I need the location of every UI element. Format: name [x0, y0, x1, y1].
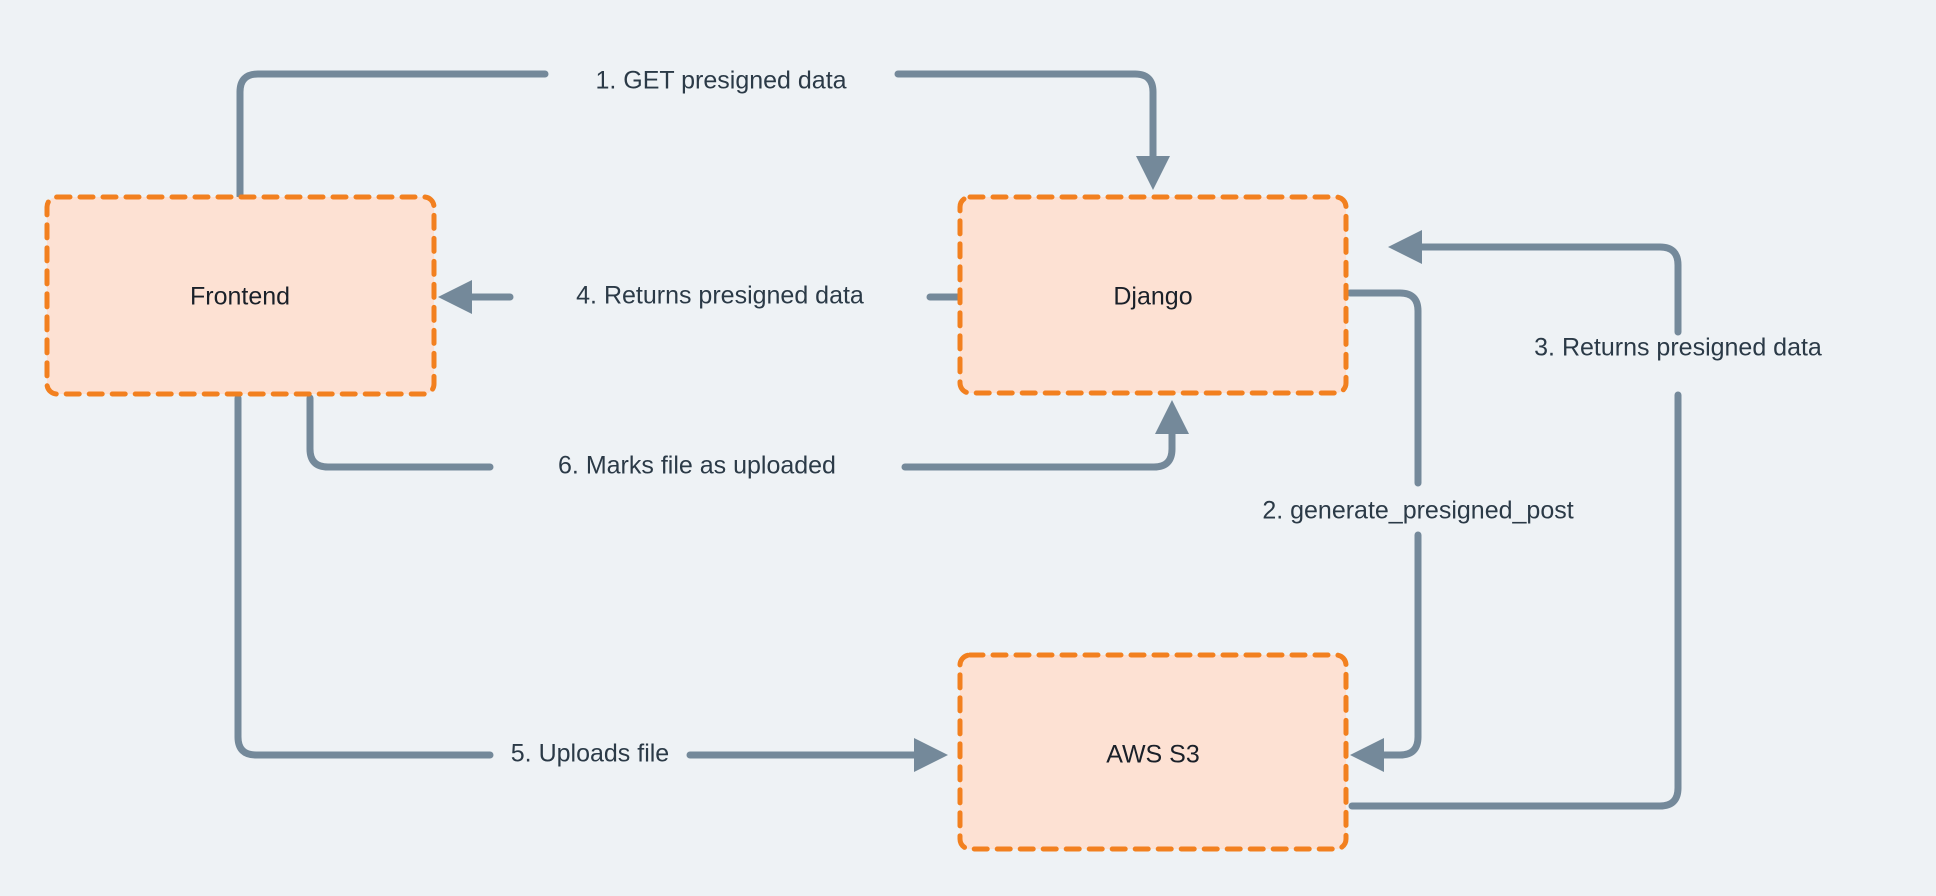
edge-6-arrowhead [1155, 400, 1189, 434]
edge-1-label: 1. GET presigned data [595, 67, 846, 95]
node-django-rect[interactable] [957, 194, 1349, 396]
edge-1-path-right [894, 70, 1157, 164]
node-aws-s3[interactable]: AWS S3 [957, 652, 1349, 852]
edge-3-path-bottom [1348, 391, 1682, 810]
edge-6-path-right [901, 428, 1176, 471]
node-frontend-rect[interactable] [44, 194, 437, 397]
edge-5-arrowhead [914, 738, 948, 772]
edge-1-get-presigned-data [236, 70, 1170, 200]
edge-3-path-top [1414, 243, 1682, 336]
edge-4-returns-presigned-data [438, 280, 962, 314]
edge-3-returns-presigned-data [1348, 230, 1682, 810]
edge-2-path-bottom [1376, 531, 1422, 759]
edge-2-arrowhead [1350, 738, 1384, 772]
edge-1-arrowhead [1136, 156, 1170, 190]
edge-6-marks-file-as-uploaded [306, 394, 1189, 471]
edge-3-label: 3. Returns presigned data [1534, 334, 1822, 362]
edge-5-label: 5. Uploads file [511, 740, 669, 768]
edge-4-label: 4. Returns presigned data [576, 282, 864, 310]
edge-1-path-left [236, 70, 549, 200]
edge-2-label: 2. generate_presigned_post [1262, 497, 1573, 525]
edge-5-path-left [234, 394, 494, 759]
edge-6-label: 6. Marks file as uploaded [558, 452, 836, 480]
node-aws-s3-label: AWS S3 [1106, 741, 1200, 769]
node-frontend[interactable]: Frontend [44, 194, 437, 397]
node-aws-s3-rect[interactable] [957, 652, 1349, 852]
node-django[interactable]: Django [957, 194, 1349, 396]
node-frontend-label: Frontend [190, 283, 290, 311]
edge-2-generate-presigned-post [1346, 289, 1422, 772]
edge-4-arrowhead [438, 280, 472, 314]
edge-2-path-top [1346, 289, 1422, 487]
edge-6-path-left [306, 394, 494, 471]
edge-5-uploads-file [234, 394, 948, 772]
node-django-label: Django [1113, 283, 1192, 311]
edge-3-arrowhead [1388, 230, 1422, 264]
